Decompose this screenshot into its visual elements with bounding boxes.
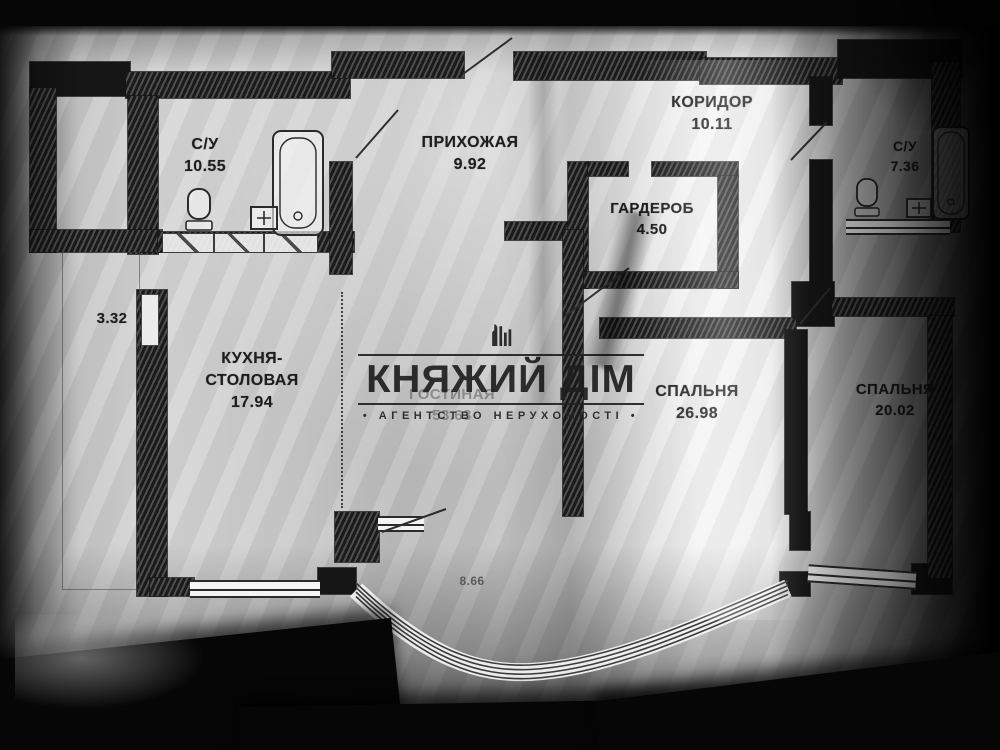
room-name: ГОСТИНАЯ <box>408 386 496 403</box>
room-name: СПАЛЬНЯ <box>655 383 739 400</box>
agency-name: КНЯЖИЙ ДІМ <box>366 357 636 401</box>
room-name: С/У <box>893 138 917 154</box>
room-area: 8.66 <box>459 574 485 588</box>
agency-tagline: • АГЕНТСТВО НЕРУХОМОСТІ • <box>362 410 640 422</box>
room-area: 10.11 <box>691 116 733 133</box>
room-name: ГАРДЕРОБ <box>610 200 694 217</box>
room-name: КОРИДОР <box>671 94 753 111</box>
room-label-su-left: С/У 10.55 <box>184 136 226 176</box>
room-label-bedroom1: СПАЛЬНЯ 26.98 <box>655 383 738 423</box>
wall-segment <box>567 271 739 289</box>
room-name: СТОЛОВАЯ <box>205 372 299 389</box>
sink-icon <box>906 198 932 218</box>
room-area: 4.50 <box>636 221 668 238</box>
room-name: СПАЛЬНЯ <box>855 381 935 398</box>
wall-segment <box>127 95 159 255</box>
wall-segment <box>809 159 833 283</box>
wall-segment <box>29 229 163 253</box>
room-label-living: ГОСТИНАЯ 53.63 <box>409 386 495 424</box>
loggia-outline <box>62 252 140 590</box>
wall-segment <box>149 577 195 597</box>
wall-segment <box>329 161 353 275</box>
toilet-icon <box>854 178 880 217</box>
vent-band-su-right <box>846 219 950 235</box>
bathtub-icon <box>932 126 970 220</box>
wall-segment <box>331 51 465 79</box>
area-label-balcony: 8.66 <box>460 574 485 588</box>
room-area: 9.92 <box>453 156 487 173</box>
dashed-zone-divider <box>341 292 343 508</box>
cabinet-icon <box>162 233 214 253</box>
room-label-corridor: КОРИДОР 10.11 <box>671 94 753 134</box>
room-label-bedroom2: СПАЛЬНЯ 20.02 <box>856 381 934 419</box>
wall-segment <box>29 87 57 253</box>
window-balcony-door <box>378 516 424 532</box>
room-area: 20.02 <box>875 402 915 419</box>
area-label-duct: 3.32 <box>97 310 128 327</box>
wall-segment <box>125 71 351 99</box>
room-area: 7.36 <box>890 158 920 174</box>
wall-segment <box>651 161 739 177</box>
wall-segment <box>587 161 629 177</box>
wall-segment <box>599 317 797 339</box>
cabinet-icon <box>264 233 318 253</box>
wall-segment <box>317 567 357 595</box>
wall-segment <box>717 175 739 289</box>
agency-watermark: КНЯЖИЙ ДІМ • АГЕНТСТВО НЕРУХОМОСТІ • <box>358 320 644 422</box>
window-kitchen <box>190 580 320 598</box>
wall-segment <box>789 511 811 551</box>
room-area: 17.94 <box>230 394 274 411</box>
wall-segment <box>927 315 953 579</box>
wall-segment <box>334 511 380 563</box>
room-area: 53.63 <box>432 407 472 424</box>
duct-slot <box>141 294 159 346</box>
wall-segment <box>504 221 572 241</box>
wall-segment <box>513 51 707 81</box>
watermark-rule <box>358 354 644 356</box>
wall-segment <box>809 76 833 126</box>
wall-segment <box>791 281 835 327</box>
sink-icon <box>250 206 278 230</box>
wall-segment <box>779 571 811 597</box>
room-label-su-right: С/У 7.36 <box>891 138 920 174</box>
room-area: 3.32 <box>96 310 128 327</box>
room-label-hallway: ПРИХОЖАЯ 9.92 <box>422 134 519 174</box>
room-name: С/У <box>191 136 219 153</box>
agency-logo-icon <box>491 324 511 346</box>
room-area: 26.98 <box>675 405 719 422</box>
room-label-wardrobe: ГАРДЕРОБ 4.50 <box>610 200 694 238</box>
toilet-icon <box>185 188 213 231</box>
watermark-rule <box>358 403 644 405</box>
wall-segment <box>784 329 808 515</box>
room-name: ПРИХОЖАЯ <box>421 134 519 151</box>
room-label-kitchen: КУХНЯ- СТОЛОВАЯ 17.94 <box>205 350 298 412</box>
wall-segment <box>831 297 955 317</box>
room-name: КУХНЯ- <box>221 350 283 367</box>
cabinet-icon <box>214 233 264 253</box>
bathtub-icon <box>272 130 324 236</box>
room-area: 10.55 <box>183 158 227 175</box>
